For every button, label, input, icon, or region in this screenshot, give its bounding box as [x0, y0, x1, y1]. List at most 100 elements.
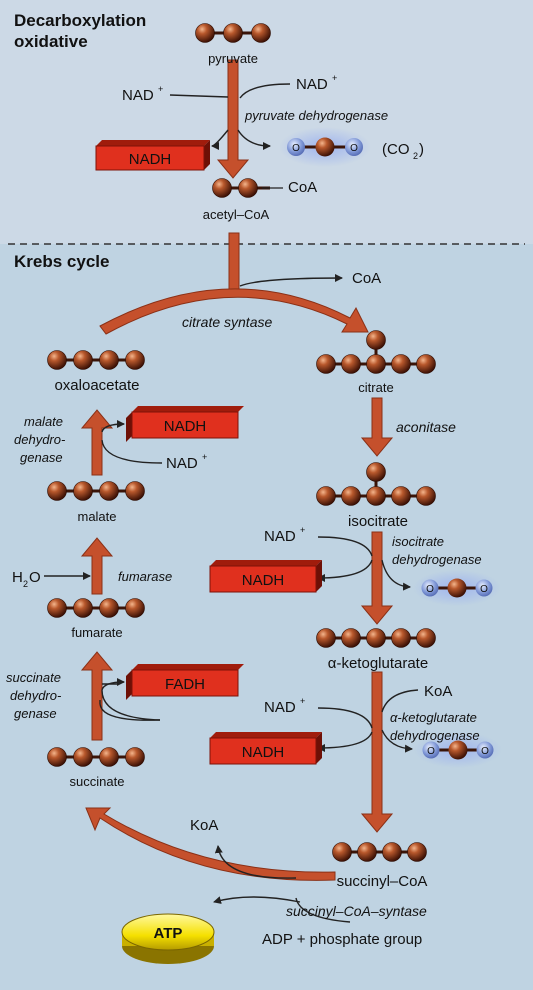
- enzyme-succinylcoa-syntase: succinyl–CoA–syntase: [286, 903, 427, 919]
- enzyme-akg-dh-1: α-ketoglutarate: [390, 710, 477, 725]
- enzyme-akg-dh-2: dehydrogenase: [390, 728, 480, 743]
- nad-text: NAD: [166, 455, 198, 472]
- arrow-co2-out-top: [237, 129, 271, 150]
- h2o-label: H 2 O: [12, 569, 41, 589]
- enzyme-malate-dh-2: dehydro-: [14, 432, 66, 447]
- fumarate-molecule: [47, 598, 145, 618]
- arrow-atp-out: [213, 896, 301, 904]
- citrate-molecule: [316, 330, 436, 374]
- fadh-box: FADH: [126, 664, 244, 700]
- arrow-akg-succinylcoa: [360, 671, 394, 833]
- co2-text: (CO: [382, 141, 410, 158]
- arrow-koa-out: [214, 845, 297, 879]
- nadh-label: NADH: [129, 151, 172, 168]
- arrow-nadh-out-isocitrate: [317, 559, 373, 582]
- oxygen-label: O: [480, 584, 488, 595]
- arrow-nad-in-top-right: [239, 83, 291, 99]
- oxygen-label: O: [481, 746, 489, 757]
- oxaloacetate-molecule: [47, 350, 145, 370]
- fumarate-label: fumarate: [71, 625, 122, 640]
- co2-molecule-isocitrate: O O: [413, 570, 501, 606]
- atp-disc: ATP: [121, 913, 215, 964]
- succinylcoa-label: succinyl–CoA: [337, 873, 428, 890]
- arrow-fadh-out: [101, 678, 161, 721]
- nad-label-top-left: NAD +: [122, 84, 163, 104]
- isocitrate-molecule: [316, 462, 436, 506]
- pyruvate-label: pyruvate: [208, 51, 258, 66]
- main-arrows: [80, 59, 394, 881]
- succinylcoa-molecule: [332, 842, 427, 862]
- nadh-box-malate: NADH: [126, 406, 244, 442]
- enzyme-fumarase: fumarase: [118, 569, 172, 584]
- nad-sup: +: [202, 452, 207, 462]
- arrow-citrate-syntase: [99, 288, 369, 335]
- coa-label-out: CoA: [352, 270, 381, 287]
- oxygen-label: O: [426, 584, 434, 595]
- adp-label: ADP + phosphate group: [262, 931, 422, 948]
- section-title-krebs: Krebs cycle: [14, 252, 109, 271]
- nad-text: NAD: [296, 76, 328, 93]
- co2-molecule-top: O O: [279, 127, 371, 167]
- koa-label-out: KoA: [190, 817, 218, 834]
- enzyme-pyruvate-dh: pyruvate dehydrogenase: [244, 108, 388, 123]
- arrow-co2-out-akg: [381, 729, 413, 753]
- pyruvate-molecule: [195, 23, 271, 43]
- arrow-nadh-out-top: [211, 129, 229, 150]
- nadh-label: NADH: [164, 418, 207, 435]
- arrow-malate-oxaloacetate: [80, 409, 114, 476]
- h2o-sub: 2: [23, 579, 28, 589]
- nad-text: NAD: [264, 528, 296, 545]
- nad-sup: +: [300, 525, 305, 535]
- nad-sup: +: [332, 73, 337, 83]
- fadh-label: FADH: [165, 676, 205, 693]
- oxygen-label: O: [427, 746, 435, 757]
- arrow-nad-in-isocitrate: [317, 536, 373, 557]
- nadh-box-akg: NADH: [209, 732, 322, 765]
- arrow-fumarate-malate: [80, 537, 114, 595]
- koa-label-in: KoA: [424, 683, 452, 700]
- nadh-label: NADH: [242, 744, 285, 761]
- nad-label-malate: NAD +: [166, 452, 207, 472]
- coa-label-acetyl: CoA: [288, 179, 317, 196]
- acetylcoa-label: acetyl–CoA: [203, 207, 270, 222]
- arrow-nad-in-malate: [101, 439, 163, 464]
- section-title-top-1: Decarboxylation: [14, 11, 146, 30]
- nad-sup: +: [300, 696, 305, 706]
- arrow-succinylcoa-succinate: [85, 807, 336, 881]
- arrow-isocitrate-akg: [360, 531, 394, 625]
- cofactor-arrows: [44, 83, 419, 923]
- arrow-nad-in-top-left: [169, 94, 229, 98]
- enzyme-malate-dh-1: malate: [24, 414, 63, 429]
- enzyme-aconitase: aconitase: [396, 419, 456, 435]
- h2o-h: H: [12, 569, 23, 586]
- arrow-acetylcoa-down: [228, 232, 240, 291]
- arrow-nadh-out-malate: [101, 420, 125, 433]
- arrow-nad-in-akg: [317, 707, 373, 729]
- malate-label: malate: [77, 509, 116, 524]
- oxaloacetate-label: oxaloacetate: [54, 377, 139, 394]
- enzyme-citrate-syntase: citrate syntase: [182, 314, 272, 330]
- enzyme-succinate-dh-2: dehydro-: [10, 688, 62, 703]
- arrow-coa-out: [239, 274, 343, 287]
- isocitrate-label: isocitrate: [348, 513, 408, 530]
- arrow-co2-out-isocitrate: [381, 559, 411, 591]
- nadh-label: NADH: [242, 572, 285, 589]
- co2-label-top: (CO 2 ): [382, 141, 424, 161]
- enzyme-malate-dh-3: genase: [20, 450, 63, 465]
- h2o-o: O: [29, 569, 41, 586]
- malate-molecule: [47, 481, 145, 501]
- arrow-pyruvate-acetylcoa: [216, 59, 250, 179]
- co2-sub: 2: [413, 151, 418, 161]
- enzyme-isocitrate-dh-2: dehydrogenase: [392, 552, 482, 567]
- nad-text: NAD: [264, 699, 296, 716]
- arrow-adp-in: [295, 897, 351, 923]
- atp-label: ATP: [154, 925, 183, 942]
- succinate-molecule: [47, 747, 145, 767]
- akg-label: α-ketoglutarate: [328, 655, 428, 672]
- nad-sup: +: [158, 84, 163, 94]
- nadh-box-isocitrate: NADH: [209, 560, 322, 593]
- citrate-label: citrate: [358, 380, 393, 395]
- arrow-succinate-fumarate: [80, 651, 114, 741]
